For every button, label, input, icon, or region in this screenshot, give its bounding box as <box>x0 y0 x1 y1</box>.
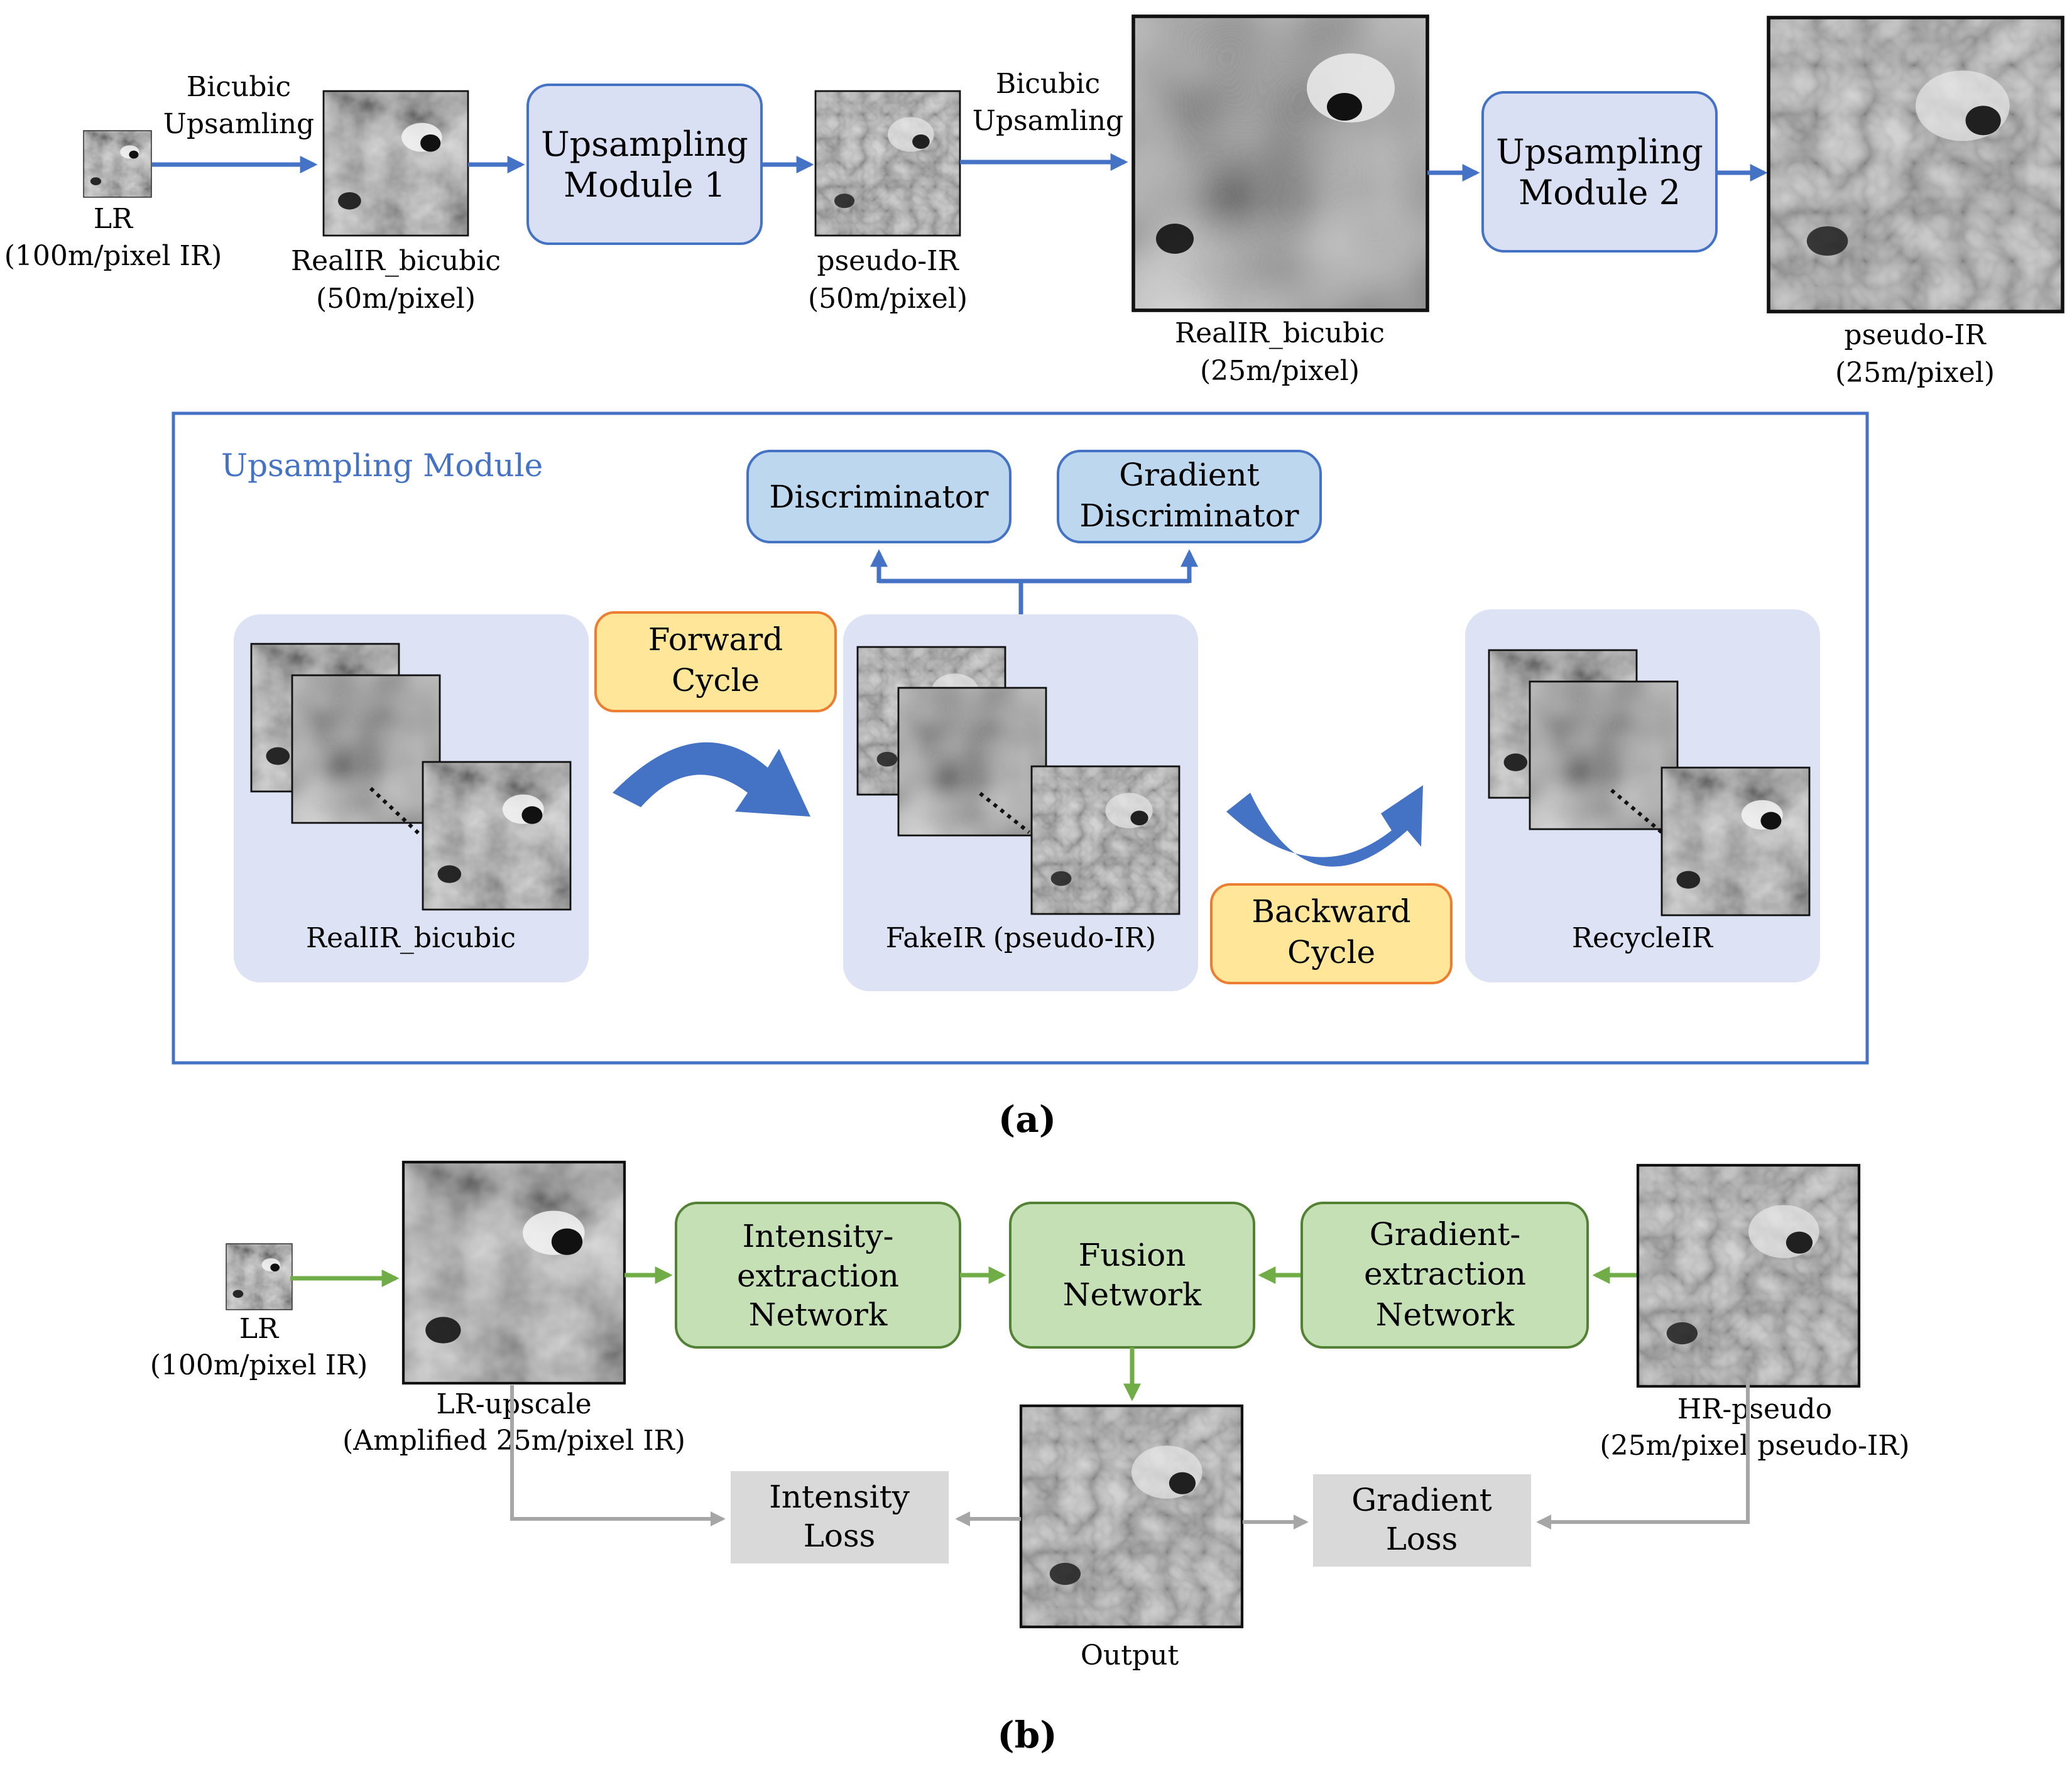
backward-cycle-arrow <box>1226 785 1423 867</box>
intensity-net-label-3: Network <box>749 1297 888 1333</box>
b-output-label: Output <box>1081 1639 1179 1672</box>
upsampling-module-detail: Upsampling Module Discriminator Gradient… <box>172 411 1869 1065</box>
b-output-image <box>1021 1406 1242 1627</box>
b-hr-pseudo-label: HR-pseudo <box>1677 1393 1832 1425</box>
realir-50m-image <box>324 91 468 236</box>
module-detail-title: Upsampling Module <box>221 447 543 484</box>
intensity-loss-label: Intensity <box>769 1479 910 1515</box>
panel-b: LR (100m/pixel IR) LR-upscale (Amplified… <box>150 1162 1910 1672</box>
pseudo-ir-25m-res-label: (25m/pixel) <box>1835 357 1995 389</box>
realir-stack-dots <box>369 786 423 837</box>
intensity-net-label-2: extraction <box>737 1258 899 1294</box>
realir-stack-image-3 <box>423 762 570 910</box>
gradient-loss-label: Gradient <box>1351 1482 1492 1518</box>
caption-b: (b) <box>997 1714 1057 1756</box>
pseudo-ir-50m-res-label: (50m/pixel) <box>808 283 968 315</box>
pseudo-ir-50m-label: pseudo-IR <box>817 245 959 277</box>
gradient-discriminator-box <box>1057 450 1322 543</box>
intensity-net-label: Intensity- <box>743 1218 894 1254</box>
caption-a: (a) <box>998 1098 1056 1141</box>
intensity-loss-label-2: Loss <box>804 1518 876 1554</box>
b-loss-arrows <box>510 1382 1750 1530</box>
discriminator-label: Discriminator <box>769 479 988 515</box>
gradient-loss-box <box>1313 1474 1531 1567</box>
lr-image <box>84 131 151 197</box>
realir-50m-label: RealIR_bicubic <box>291 245 501 277</box>
upsampling-module-1-box <box>526 84 763 245</box>
b-hr-pseudo-image <box>1638 1165 1859 1386</box>
discriminator-branch-arrows <box>870 549 1198 614</box>
gradient-loss-label-2: Loss <box>1386 1521 1458 1557</box>
realir-stack-image-2 <box>292 675 440 823</box>
gradient-discriminator-label: Gradient <box>1119 457 1260 493</box>
fakeir-stack-image-2 <box>898 688 1046 835</box>
recycleir-stack-image-3 <box>1662 768 1809 915</box>
recycleir-stack-image-2 <box>1530 682 1677 829</box>
backward-cycle-label: Backward <box>1251 893 1410 930</box>
module-2-label: Upsampling <box>1496 132 1703 171</box>
b-lr-resolution-label: (100m/pixel IR) <box>150 1349 368 1381</box>
bicubic-label-1: Bicubic <box>187 71 291 103</box>
module-2-number: Module 2 <box>1519 173 1681 212</box>
bicubic-label-1b: Upsamling <box>163 108 314 140</box>
recycleir-stack-label: RecycleIR <box>1572 922 1714 954</box>
panel-a-top-row: LR (100m/pixel IR) Bicubic Upsamling Rea… <box>4 16 2063 389</box>
pseudo-ir-50m-image <box>815 91 960 236</box>
b-hr-pseudo-res-label: (25m/pixel pseudo-IR) <box>1600 1430 1909 1462</box>
discriminator-box <box>746 450 1011 543</box>
fusion-network-box <box>1009 1202 1255 1349</box>
module-detail-frame <box>172 411 1869 1065</box>
gradient-net-label-3: Network <box>1376 1297 1515 1333</box>
fakeir-stack-label: FakeIR (pseudo-IR) <box>886 922 1156 954</box>
module-1-label: Upsampling <box>541 124 748 164</box>
backward-cycle-label-2: Cycle <box>1287 934 1375 970</box>
gradient-net-label-2: extraction <box>1364 1256 1526 1292</box>
realir-25m-res-label: (25m/pixel) <box>1200 355 1360 387</box>
backward-cycle-box <box>1210 883 1453 984</box>
forward-cycle-label: Forward <box>648 621 783 658</box>
fusion-net-label: Fusion <box>1079 1237 1186 1273</box>
module-1-number: Module 1 <box>564 165 726 205</box>
forward-cycle-arrow <box>613 742 810 817</box>
upsampling-module-2-box <box>1481 91 1718 253</box>
lr-resolution-label: (100m/pixel IR) <box>4 240 222 272</box>
fusion-net-label-2: Network <box>1063 1276 1202 1313</box>
bicubic-label-2b: Upsamling <box>973 105 1123 137</box>
realir-25m-features <box>1156 53 1395 254</box>
realir-25m-label: RealIR_bicubic <box>1175 317 1385 349</box>
realir-25m-image <box>1133 16 1427 310</box>
gradient-extraction-network-box <box>1300 1202 1589 1349</box>
gradient-discriminator-label-2: Discriminator <box>1079 497 1299 534</box>
realir-50m-res-label: (50m/pixel) <box>316 283 476 315</box>
pseudo-ir-25m-image <box>1769 18 2063 312</box>
recycleir-stack-dots <box>1610 788 1663 834</box>
forward-cycle-label-2: Cycle <box>672 662 760 699</box>
b-lr-image <box>226 1244 292 1310</box>
b-lr-upscale-image <box>403 1162 624 1383</box>
forward-cycle-box <box>594 611 837 712</box>
fakeir-stack-dots <box>979 791 1030 834</box>
bicubic-label-2: Bicubic <box>996 68 1100 100</box>
gradient-net-label: Gradient- <box>1370 1216 1520 1253</box>
realir-stack-label: RealIR_bicubic <box>306 922 516 954</box>
pseudo-ir-25m-label: pseudo-IR <box>1844 319 1987 351</box>
b-lr-label: LR <box>239 1313 280 1345</box>
intensity-loss-box <box>731 1471 949 1563</box>
lr-label: LR <box>94 203 134 235</box>
fakeir-stack-image-3 <box>1032 766 1179 914</box>
